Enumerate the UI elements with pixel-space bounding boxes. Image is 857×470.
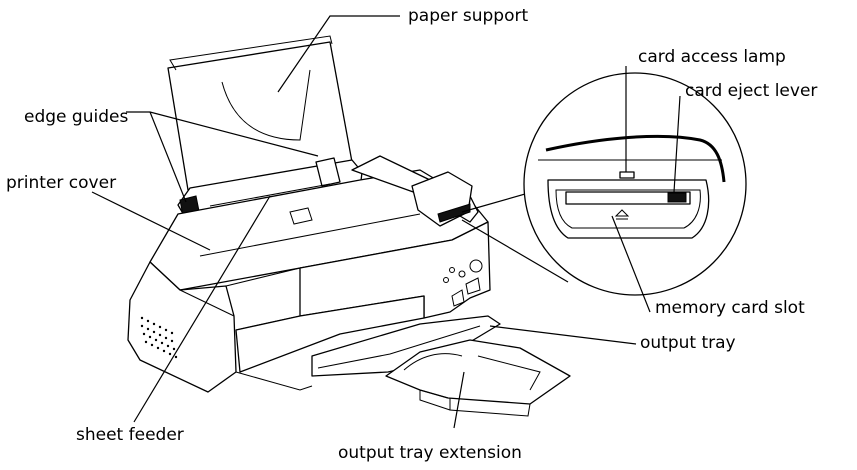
printer-top-edge xyxy=(545,134,726,183)
card-access-lamp-shape xyxy=(619,171,635,179)
vent-grille xyxy=(140,316,178,359)
labels: paper support edge guides printer cover … xyxy=(6,6,817,463)
label-card-eject-lever: card eject lever xyxy=(685,81,817,101)
edge-guide-right xyxy=(315,157,341,187)
card-slot-on-printer xyxy=(437,203,471,223)
label-output-tray-extension: output tray extension xyxy=(338,443,522,463)
leader-lines xyxy=(91,15,681,429)
eject-icon xyxy=(614,209,630,220)
memory-card-slot-opening xyxy=(565,191,691,205)
label-edge-guides: edge guides xyxy=(24,107,128,127)
printer-illustration xyxy=(127,35,571,417)
label-output-tray: output tray xyxy=(640,333,736,353)
detail-callout xyxy=(461,72,747,296)
label-sheet-feeder: sheet feeder xyxy=(76,425,184,445)
label-paper-support: paper support xyxy=(408,6,528,26)
card-eject-lever-shape xyxy=(667,192,687,203)
label-memory-card-slot: memory card slot xyxy=(655,298,805,318)
button-power xyxy=(469,259,483,273)
label-card-access-lamp: card access lamp xyxy=(638,47,786,67)
label-printer-cover: printer cover xyxy=(6,173,116,193)
